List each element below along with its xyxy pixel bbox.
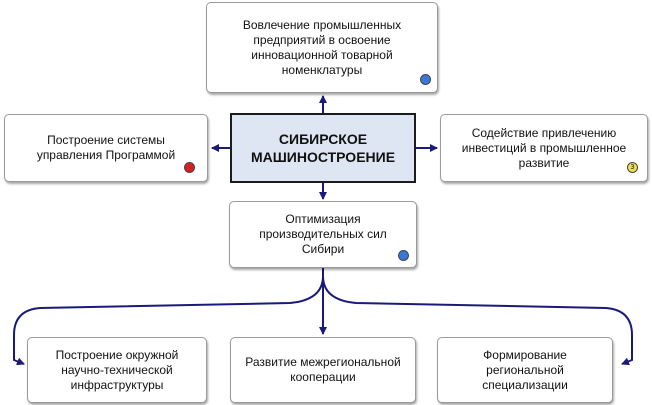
node-bottom-center-label: Развитие межрегиональной кооперации bbox=[245, 355, 401, 384]
node-middle-badge bbox=[398, 250, 409, 261]
node-top-label: Вовлечение промышленных предприятий в ос… bbox=[242, 17, 402, 77]
node-bottom-left: Построение окружной научно-технической и… bbox=[27, 337, 207, 403]
center-title-line2: МАШИНОСТРОЕНИЕ bbox=[250, 149, 396, 165]
node-middle-label: Оптимизация производительных сил Сибири bbox=[259, 212, 387, 256]
node-bottom-center: Развитие межрегиональной кооперации bbox=[230, 337, 416, 403]
node-left-badge bbox=[184, 162, 195, 173]
node-top-badge bbox=[420, 74, 431, 85]
node-bottom-left-label: Построение окружной научно-технической и… bbox=[55, 347, 179, 392]
node-bottom-right: Формирование региональной специализации bbox=[437, 337, 613, 403]
center-node: СИБИРСКОЕ МАШИНОСТРОЕНИЕ bbox=[230, 113, 416, 183]
node-top: Вовлечение промышленных предприятий в ос… bbox=[206, 2, 438, 93]
node-middle: Оптимизация производительных сил Сибири bbox=[229, 201, 417, 268]
connector-middle-bottom-left bbox=[13, 275, 324, 366]
node-right-badge: 3 bbox=[627, 162, 638, 173]
node-right-label: Содействие привлечению инвестиций в пром… bbox=[461, 125, 627, 170]
node-bottom-right-label: Формирование региональной специализации bbox=[482, 347, 568, 392]
node-right: Содействие привлечению инвестиций в пром… bbox=[440, 114, 648, 182]
node-left: Построение системы управления Программой bbox=[4, 114, 208, 182]
connector-middle-bottom-right bbox=[322, 275, 633, 366]
node-left-label: Построение системы управления Программой bbox=[36, 133, 176, 162]
center-title-line1: СИБИРСКОЕ bbox=[278, 131, 368, 147]
